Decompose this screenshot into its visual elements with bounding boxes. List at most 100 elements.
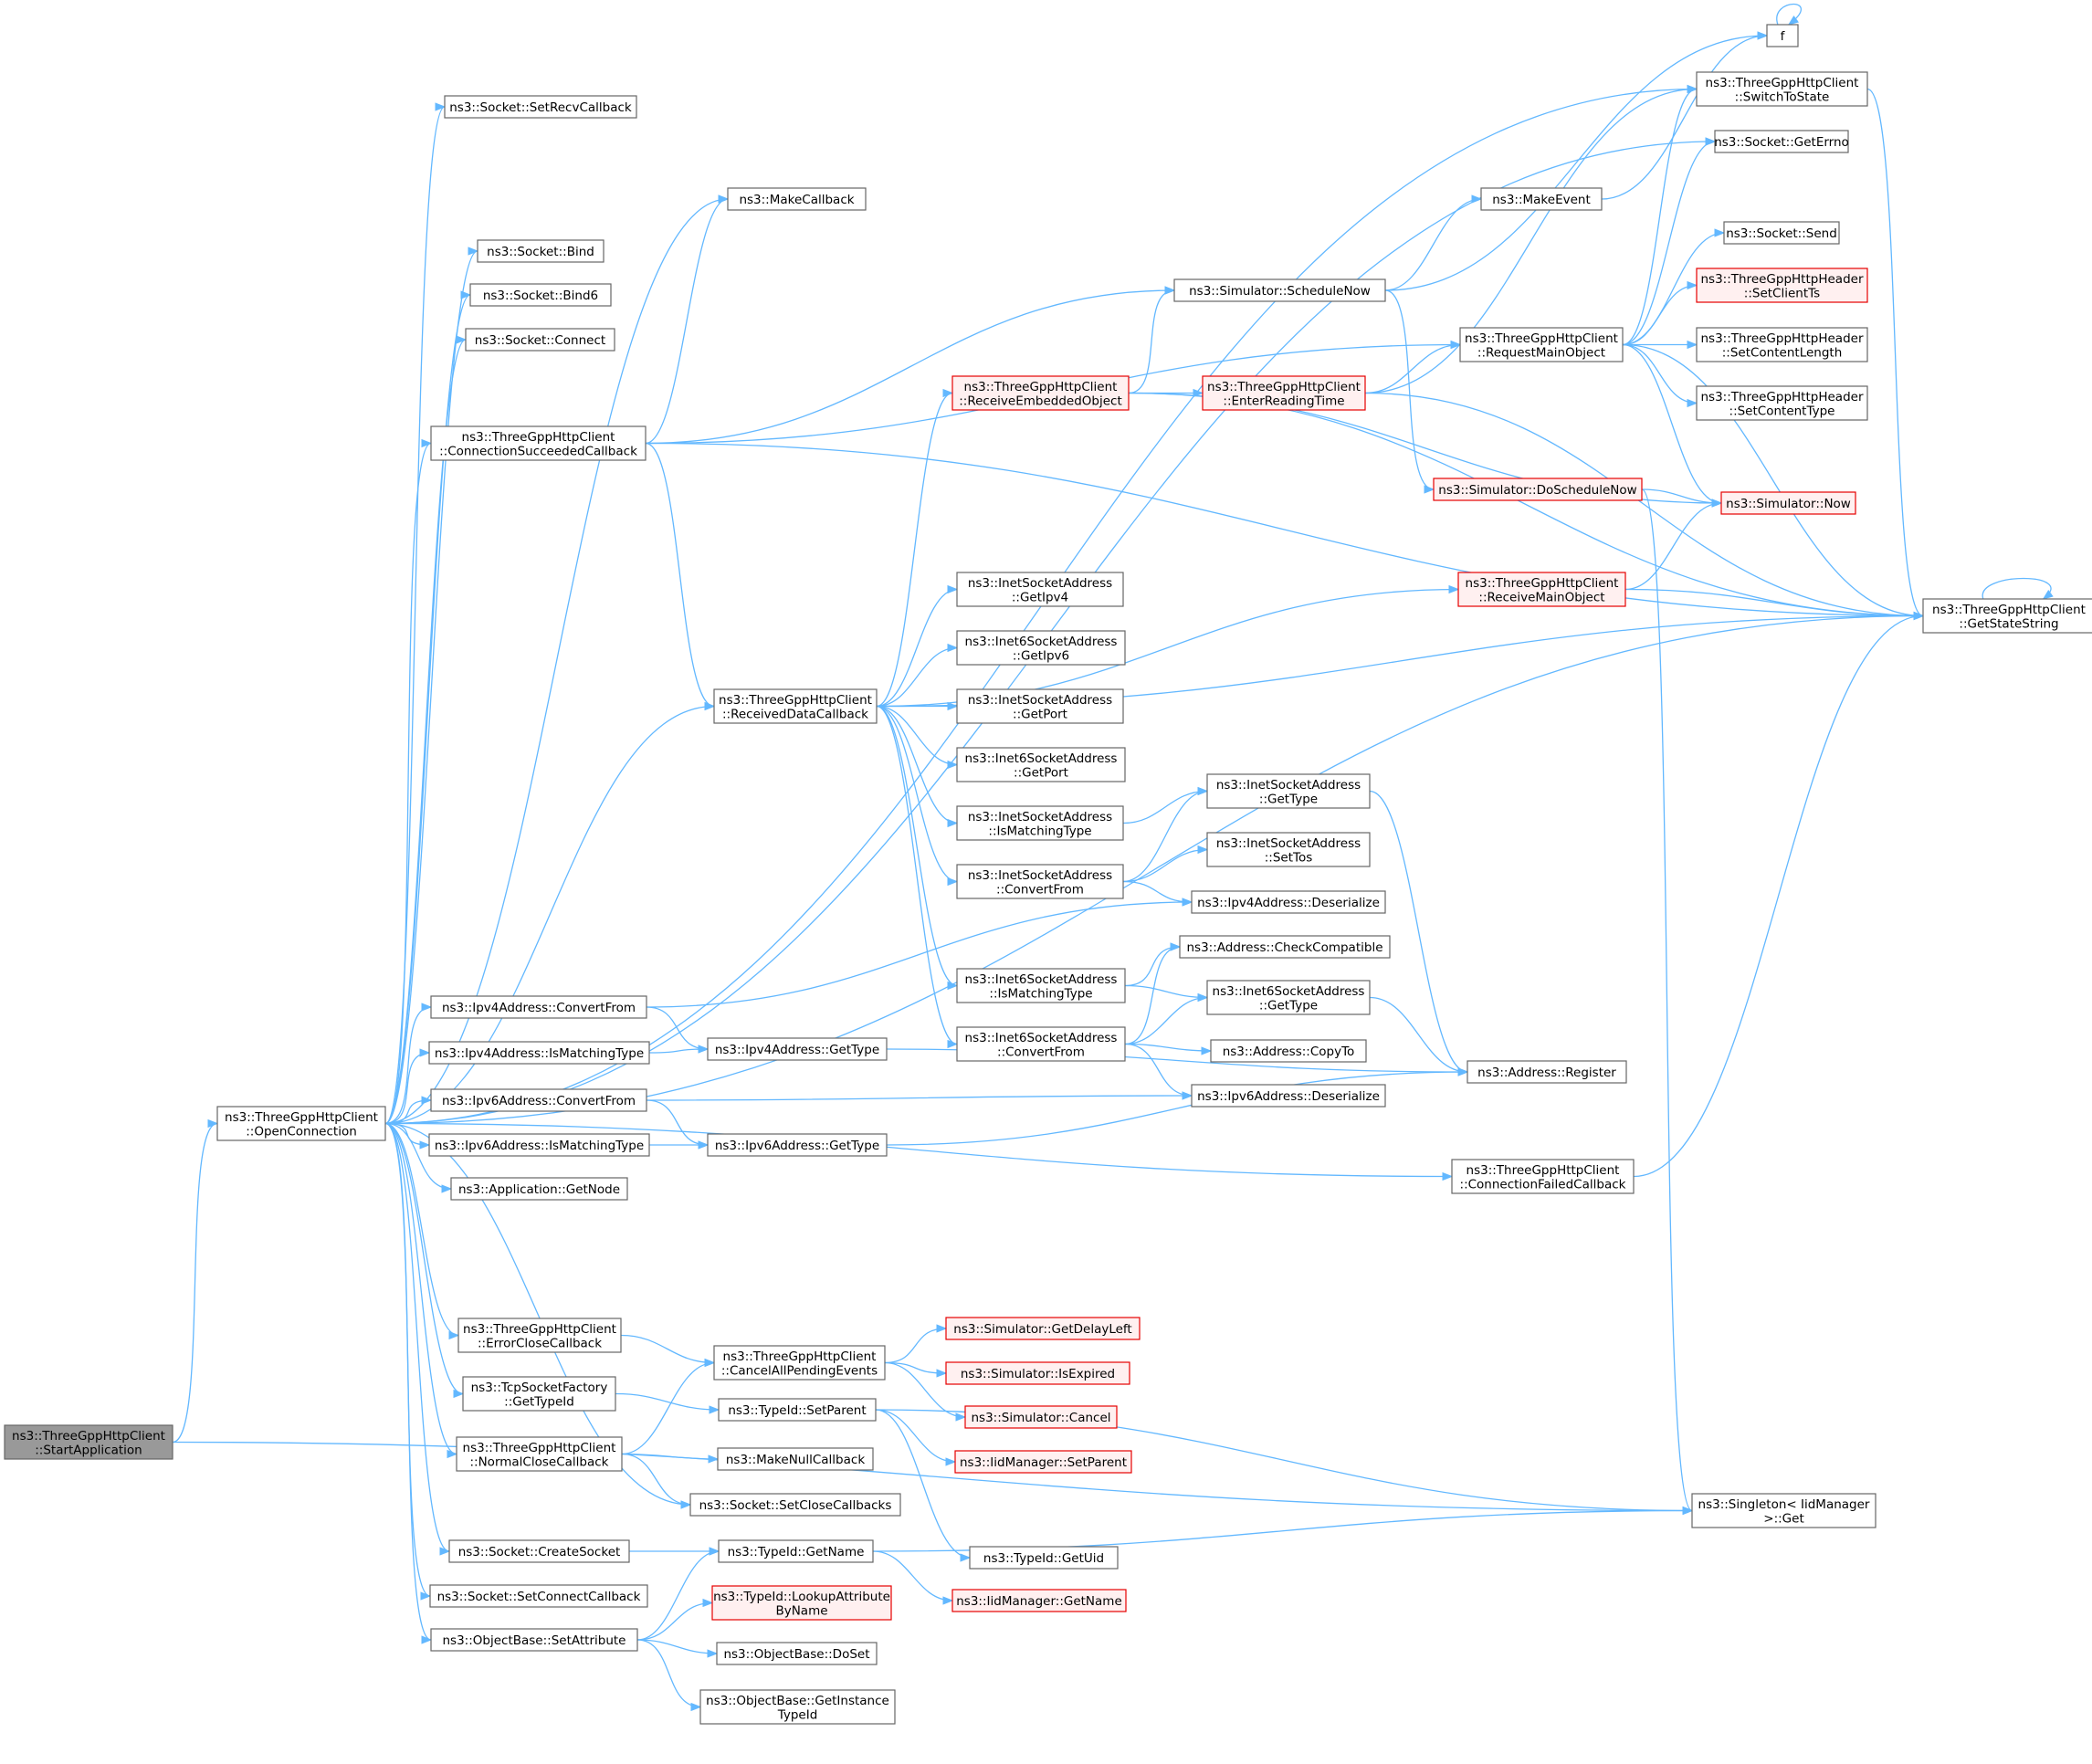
node-box [1922, 598, 2092, 634]
call-edge [645, 442, 1925, 621]
call-edge [620, 1334, 716, 1368]
node-inetconv[interactable]: ns3::InetSocketAddress::ConvertFrom [956, 864, 1124, 899]
node-box [956, 747, 1126, 782]
node-ipv4gettype[interactable]: ns3::Ipv4Address::GetType [707, 1037, 888, 1061]
call-edge [172, 1118, 219, 1444]
node-cancelall[interactable]: ns3::ThreeGppHttpClient::CancelAllPendin… [713, 1345, 886, 1381]
node-label: ns3::Inet6SocketAddress [965, 1031, 1118, 1045]
node-normclose[interactable]: ns3::ThreeGppHttpClient::NormalCloseCall… [456, 1436, 623, 1472]
node-errclose[interactable]: ns3::ThreeGppHttpClient::ErrorCloseCallb… [457, 1318, 622, 1353]
node-label: ::EnterReadingTime [1223, 394, 1344, 408]
node-isexpired[interactable]: ns3::Simulator::IsExpired [945, 1361, 1130, 1385]
node-recvmain[interactable]: ns3::ThreeGppHttpClient::ReceiveMainObje… [1457, 572, 1626, 607]
node-doschednow[interactable]: ns3::Simulator::DoScheduleNow [1433, 478, 1643, 501]
node-label: ns3::Socket::SetConnectCallback [437, 1590, 641, 1604]
node-reqmain[interactable]: ns3::ThreeGppHttpClient::RequestMainObje… [1459, 327, 1624, 362]
call-edge [621, 1453, 720, 1464]
node-setclientts[interactable]: ns3::ThreeGppHttpHeader::SetClientTs [1696, 268, 1868, 303]
node-setconncb[interactable]: ns3::Socket::SetConnectCallback [429, 1584, 648, 1608]
node-makenull[interactable]: ns3::MakeNullCallback [717, 1447, 874, 1471]
node-ipv6deser[interactable]: ns3::Ipv6Address::Deserialize [1191, 1084, 1386, 1108]
node-settos[interactable]: ns3::InetSocketAddress::SetTos [1206, 832, 1371, 867]
node-setconttype[interactable]: ns3::ThreeGppHttpHeader::SetContentType [1696, 385, 1868, 421]
node-connsucc[interactable]: ns3::ThreeGppHttpClient::ConnectionSucce… [430, 425, 647, 461]
node-tidgetname[interactable]: ns3::TypeId::GetName [718, 1539, 874, 1563]
node-recvdata[interactable]: ns3::ThreeGppHttpClient::ReceivedDataCal… [713, 688, 878, 724]
node-getuid[interactable]: ns3::TypeId::GetUid [969, 1546, 1119, 1570]
node-box [465, 328, 615, 352]
call-edge [384, 335, 468, 1125]
node-enterread[interactable]: ns3::ThreeGppHttpClient::EnterReadingTim… [1202, 375, 1366, 411]
node-ipv4conv[interactable]: ns3::Ipv4Address::ConvertFrom [430, 995, 647, 1019]
node-inet6port[interactable]: ns3::Inet6SocketAddress::GetPort [956, 747, 1126, 782]
node-geterrno[interactable]: ns3::Socket::GetErrno [1714, 130, 1849, 153]
node-ipv6match[interactable]: ns3::Ipv6Address::IsMatchingType [428, 1133, 650, 1157]
node-inetgettype[interactable]: ns3::InetSocketAddress::GetType [1206, 773, 1371, 809]
node-label: ns3::ThreeGppHttpClient [1932, 603, 2086, 617]
call-edge [384, 1096, 433, 1125]
node-send[interactable]: ns3::Socket::Send [1723, 221, 1840, 245]
node-inet6conv[interactable]: ns3::Inet6SocketAddress::ConvertFrom [956, 1026, 1126, 1062]
node-setparent[interactable]: ns3::TypeId::SetParent [718, 1398, 877, 1422]
node-setclosecb[interactable]: ns3::Socket::SetCloseCallbacks [689, 1493, 901, 1517]
node-open[interactable]: ns3::ThreeGppHttpClient::OpenConnection [216, 1106, 386, 1141]
node-createsock[interactable]: ns3::Socket::CreateSocket [448, 1539, 630, 1563]
node-iidsetparent[interactable]: ns3::IidManager::SetParent [954, 1450, 1132, 1474]
node-inetport[interactable]: ns3::InetSocketAddress::GetPort [956, 688, 1124, 724]
node-switchto[interactable]: ns3::ThreeGppHttpClient::SwitchToState [1696, 71, 1868, 107]
node-register[interactable]: ns3::Address::Register [1467, 1060, 1627, 1084]
node-label: ns3::Simulator::Now [1726, 497, 1851, 511]
node-box [448, 1539, 630, 1563]
call-edge [1122, 786, 1209, 883]
node-start[interactable]: ns3::ThreeGppHttpClient::StartApplicatio… [4, 1424, 173, 1460]
node-copyto[interactable]: ns3::Address::CopyTo [1210, 1039, 1367, 1063]
node-label: ns3::ThreeGppHttpClient [12, 1429, 165, 1444]
node-simcancel[interactable]: ns3::Simulator::Cancel [964, 1405, 1118, 1429]
node-connect[interactable]: ns3::Socket::Connect [465, 328, 615, 352]
node-inetipv4[interactable]: ns3::InetSocketAddress::GetIpv4 [956, 572, 1124, 607]
node-getdelay[interactable]: ns3::Simulator::GetDelayLeft [945, 1317, 1141, 1340]
node-iidgetname[interactable]: ns3::IidManager::GetName [951, 1589, 1127, 1612]
node-setrecv[interactable]: ns3::Socket::SetRecvCallback [444, 95, 637, 119]
node-recvemb[interactable]: ns3::ThreeGppHttpClient::ReceiveEmbedded… [951, 375, 1130, 411]
node-inet6match[interactable]: ns3::Inet6SocketAddress::IsMatchingType [956, 968, 1126, 1003]
node-bind6[interactable]: ns3::Socket::Bind6 [469, 283, 612, 307]
node-setattr[interactable]: ns3::ObjectBase::SetAttribute [430, 1628, 638, 1652]
node-now[interactable]: ns3::Simulator::Now [1720, 491, 1856, 515]
call-edge [884, 1361, 948, 1378]
node-ipv4match[interactable]: ns3::Ipv4Address::IsMatchingType [428, 1041, 650, 1065]
node-inetmatch[interactable]: ns3::InetSocketAddress::IsMatchingType [956, 805, 1124, 841]
node-setcontlen[interactable]: ns3::ThreeGppHttpHeader::SetContentLengt… [1696, 327, 1868, 362]
node-getnode[interactable]: ns3::Application::GetNode [450, 1177, 628, 1201]
node-tcpget[interactable]: ns3::TcpSocketFactory::GetTypeId [462, 1376, 616, 1412]
node-makecb[interactable]: ns3::MakeCallback [727, 187, 867, 211]
node-box [951, 375, 1130, 411]
node-label: ::CancelAllPendingEvents [721, 1363, 878, 1378]
call-edge [1622, 280, 1698, 346]
node-getstatestr[interactable]: ns3::ThreeGppHttpClient::GetStateString [1922, 598, 2092, 634]
node-checkcompat[interactable]: ns3::Address::CheckCompatible [1179, 935, 1391, 959]
node-box [216, 1106, 386, 1141]
node-bind[interactable]: ns3::Socket::Bind [477, 239, 604, 263]
node-inet6gettype[interactable]: ns3::Inet6SocketAddress::GetType [1206, 980, 1371, 1015]
node-connfail[interactable]: ns3::ThreeGppHttpClient::ConnectionFaile… [1451, 1159, 1635, 1194]
node-ipv6conv[interactable]: ns3::Ipv6Address::ConvertFrom [430, 1088, 647, 1112]
node-ipv4deser[interactable]: ns3::Ipv4Address::Deserialize [1191, 890, 1386, 914]
node-box [689, 1493, 901, 1517]
node-schednow[interactable]: ns3::Simulator::ScheduleNow [1173, 278, 1386, 302]
node-box [713, 688, 878, 724]
node-inet6ipv6[interactable]: ns3::Inet6SocketAddress::GetIpv6 [956, 630, 1126, 666]
node-makeevent[interactable]: ns3::MakeEvent [1480, 187, 1603, 211]
node-ipv6gettype[interactable]: ns3::Ipv6Address::GetType [707, 1133, 888, 1157]
call-edge [1601, 31, 1769, 200]
call-edge [1124, 984, 1209, 1003]
node-singleton[interactable]: ns3::Singleton< IidManager>::Get [1691, 1493, 1876, 1528]
node-box [430, 425, 647, 461]
node-label: ::ConnectionFailedCallback [1460, 1177, 1626, 1192]
node-box [956, 864, 1124, 899]
node-doset[interactable]: ns3::ObjectBase::DoSet [716, 1642, 878, 1665]
node-f[interactable]: f [1766, 24, 1799, 47]
node-box [1210, 1039, 1367, 1063]
